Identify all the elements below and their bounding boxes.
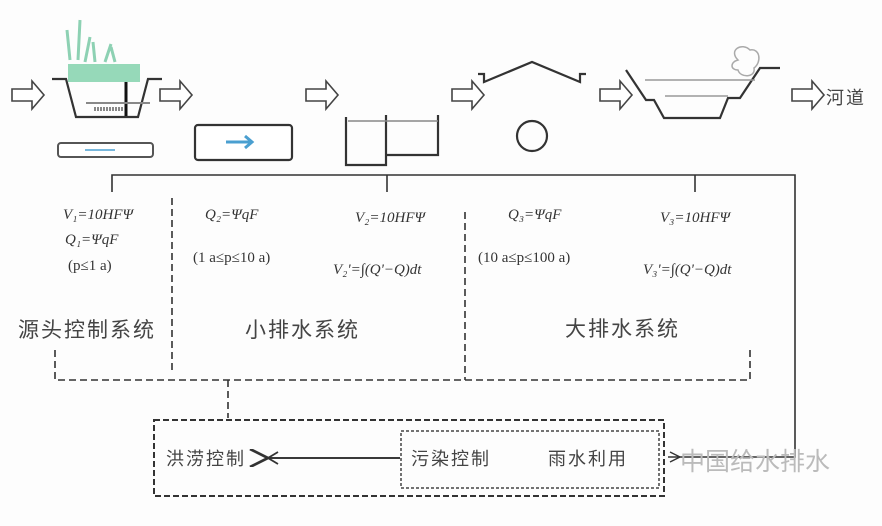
pipe-icon: [193, 123, 294, 162]
flood-control-label: 洪涝控制: [166, 449, 246, 470]
dashed-dividers: [54, 198, 751, 418]
minor-drainage-title: 小排水系统: [245, 318, 360, 342]
minor-formula-q: Q₂=ΨqF: [205, 207, 259, 223]
storage-tank-icon: [344, 115, 440, 167]
source-formula-q: Q₁=ΨqF: [65, 232, 119, 248]
flow-arrow-icon: [305, 78, 340, 112]
open-channel-icon: [625, 46, 780, 120]
inner-control-box: [400, 430, 660, 489]
flow-arrow-icon: [159, 78, 194, 112]
major-drainage-title: 大排水系统: [565, 317, 680, 341]
outer-control-box: [153, 419, 665, 497]
source-control-title: 源头控制系统: [18, 318, 156, 342]
pollution-control-label: 污染控制: [411, 449, 491, 470]
system-connector-lines: [111, 174, 796, 463]
flow-arrow-icon: [599, 78, 634, 112]
flow-arrow-icon: [11, 78, 46, 112]
flow-arrow-icon: [791, 78, 826, 112]
minor-formula-v-prime: V₂'=∫(Q'−Q)dt: [333, 262, 422, 278]
major-formula-v-prime: V₃'=∫(Q'−Q)dt: [643, 262, 732, 278]
outlet-label: 河道: [826, 88, 866, 109]
bioretention-icon: [52, 19, 162, 158]
rainwater-use-label: 雨水利用: [548, 449, 628, 470]
source-range: (p≤1 a): [68, 258, 112, 274]
major-range: (10 a≤p≤100 a): [478, 250, 571, 266]
flow-arrow-icon: [451, 78, 486, 112]
minor-formula-v: V₂=10HFΨ: [355, 210, 426, 226]
minor-range: (1 a≤p≤10 a): [193, 250, 271, 266]
circular-pipe-icon: [515, 119, 549, 153]
major-formula-v: V₃=10HFΨ: [660, 210, 731, 226]
watermark: 中国给水排水: [680, 447, 831, 476]
source-formula-v: V₁=10HFΨ: [63, 207, 134, 223]
road-surface-icon: [478, 60, 586, 153]
flow-arrows: [11, 78, 826, 112]
major-formula-q: Q₃=ΨqF: [508, 207, 562, 223]
